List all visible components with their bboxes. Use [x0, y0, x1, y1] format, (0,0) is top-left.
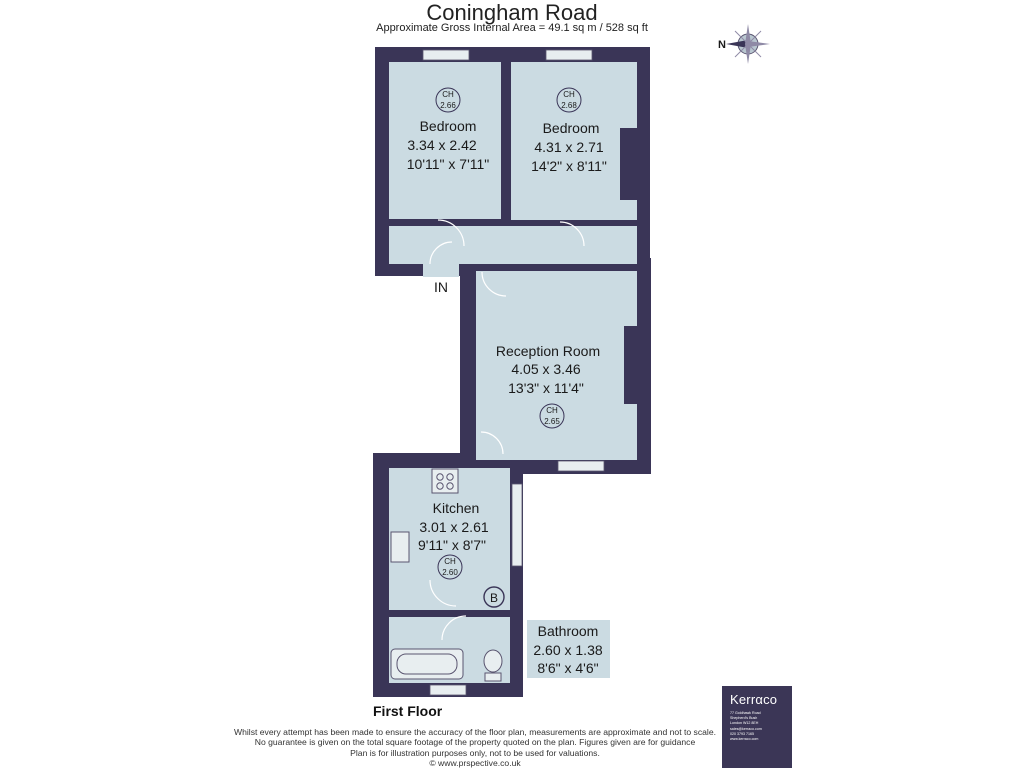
agency-email: sales@kerraco.com [730, 726, 762, 731]
toilet-bowl [483, 649, 503, 673]
agency-address-line: Shepherd's Bush [730, 716, 758, 721]
bedroom2-ch-label: CH [563, 90, 575, 99]
window-bedroom2 [545, 49, 593, 61]
agency-logo: Kerrαco 77 Goldhawk Road Shepherd's Bush… [722, 686, 792, 768]
bedroom2-ch-value: 2.68 [561, 101, 577, 110]
sink [390, 531, 410, 563]
ch-marker-reception [539, 403, 565, 429]
hob-ring [436, 482, 444, 490]
agency-phone: 020 3793 7165 [730, 731, 754, 736]
disclaimer-line: Whilst every attempt has been made to en… [234, 727, 716, 737]
chimney-breast-reception [624, 326, 637, 404]
reception-floor [476, 271, 637, 460]
window-bedroom1 [422, 49, 470, 61]
bedroom1-ch-label: CH [442, 90, 454, 99]
hob-ring [436, 473, 444, 481]
bedroom2-floor [511, 62, 637, 220]
plan-title: Coningham Road [426, 0, 598, 25]
hallway-floor [389, 226, 637, 264]
agency-address: 77 Goldhawk Road Shepherd's Bush London … [722, 707, 792, 742]
reception-imperial: 13'3" x 11'4" [508, 380, 584, 396]
bedroom2-metric: 4.31 x 2.71 [534, 139, 603, 155]
compass-icon: N [718, 24, 770, 64]
bathroom-label-panel [527, 620, 610, 678]
disclaimer-line: No guarantee is given on the total squar… [254, 737, 696, 748]
bathroom-fixtures [390, 648, 503, 682]
ch-marker-bedroom1 [435, 87, 461, 113]
hob [431, 468, 459, 494]
bedroom1-imperial: 10'11" x 7'11" [407, 156, 490, 172]
bath [390, 648, 464, 680]
door-hall-kitchen [429, 579, 457, 607]
reception-ch-value: 2.65 [544, 417, 560, 426]
kitchen-metric: 3.01 x 2.61 [419, 519, 488, 535]
inner-walls [389, 62, 637, 617]
door-bedroom2 [559, 221, 585, 247]
boiler [483, 586, 505, 608]
bedroom1-ch-value: 2.66 [440, 101, 456, 110]
kitchen-name: Kitchen [433, 500, 480, 516]
disclaimer: Whilst every attempt has been made to en… [190, 727, 760, 769]
windows [422, 49, 605, 696]
door-bathroom [441, 615, 467, 641]
agency-address-line: 77 Goldhawk Road [730, 711, 761, 715]
bathroom-metric: 2.60 x 1.38 [533, 642, 602, 658]
reception-name: Reception Room [496, 343, 600, 359]
door-kitchen [480, 431, 504, 455]
bath-inner [396, 653, 458, 675]
reception-metric: 4.05 x 3.46 [511, 361, 580, 377]
boiler-label: B [490, 591, 498, 605]
bedroom-divider-wall [501, 62, 511, 226]
agency-website: www.kerraco.com [730, 737, 759, 742]
kitchen-ch-value: 2.60 [442, 568, 458, 577]
bedroom1-metric: 3.34 x 2.42 [407, 137, 476, 153]
door-swings [429, 219, 585, 641]
window-kitchen [511, 483, 523, 567]
ceiling-height-markers [435, 87, 582, 580]
ch-marker-bedroom2 [556, 87, 582, 113]
kitchen-ch-label: CH [444, 557, 456, 566]
bedroom2-name: Bedroom [543, 120, 600, 136]
bedroom1-name: Bedroom [420, 118, 477, 134]
window-reception [557, 460, 605, 472]
agency-brand: Kerrαco [730, 692, 778, 707]
bathroom-imperial: 8'6" x 4'6" [537, 660, 598, 676]
disclaimer-copyright: © www.prspective.co.uk [429, 758, 521, 769]
kitchen-bath-wall [389, 610, 510, 617]
floor-label: First Floor [373, 703, 443, 719]
door-entrance [429, 241, 453, 265]
hob-ring [446, 482, 454, 490]
agency-address-line: London W12 8EH [730, 721, 759, 726]
door-reception [481, 271, 507, 297]
hob-ring [446, 473, 454, 481]
kitchen-imperial: 9'11" x 8'7" [418, 537, 486, 553]
entrance-label: IN [434, 279, 448, 295]
entrance-floor [423, 263, 459, 277]
window-bathroom [429, 684, 467, 696]
chimney-breast-bed2 [620, 128, 637, 200]
bedroom2-imperial: 14'2" x 8'11" [531, 158, 607, 174]
door-bedroom1 [437, 219, 465, 247]
compass-north-letter: N [718, 39, 726, 51]
gross-area-subtitle: Approximate Gross Internal Area = 49.1 s… [376, 22, 648, 34]
kitchen-fixtures [390, 468, 505, 608]
ch-marker-kitchen [437, 554, 463, 580]
toilet-cistern [484, 672, 502, 682]
disclaimer-line: Plan is for illustration purposes only, … [350, 747, 600, 758]
bathroom-name: Bathroom [538, 623, 599, 639]
reception-ch-label: CH [546, 406, 558, 415]
